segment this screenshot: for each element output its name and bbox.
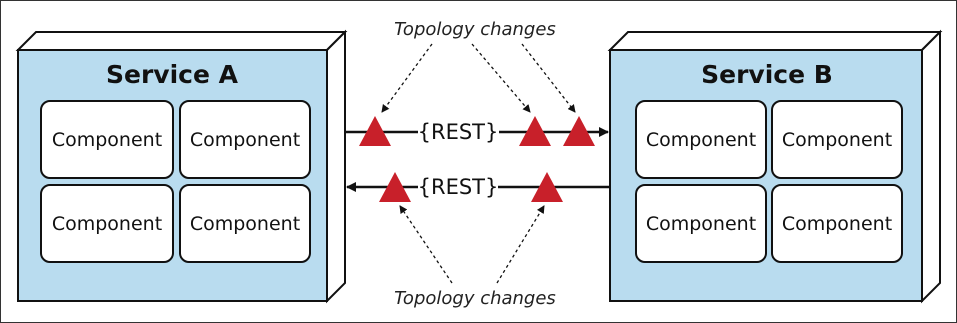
service-b-component-3 xyxy=(635,184,767,263)
topology-marker-triangle xyxy=(563,116,595,146)
topology-callouts xyxy=(381,43,576,284)
callout-arrow xyxy=(471,43,531,113)
connection-b-to-a: {REST} xyxy=(346,175,610,199)
topology-markers xyxy=(359,116,595,202)
service-a-component-3-label: Component xyxy=(52,213,162,235)
service-b-component-4 xyxy=(771,184,903,263)
service-b-component-2-label: Component xyxy=(782,129,892,151)
service-a-component-1 xyxy=(40,100,174,179)
topology-marker-triangle xyxy=(531,172,563,202)
callout-arrow xyxy=(381,43,433,113)
service-a-component-1-label: Component xyxy=(52,129,162,151)
service-a-side-face xyxy=(326,29,346,304)
connection-a-to-b-label: {REST} xyxy=(418,120,499,144)
service-a-component-3 xyxy=(40,184,174,263)
service-b-component-1-label: Component xyxy=(646,129,756,151)
service-b: Service B Component Component Component … xyxy=(607,29,943,304)
service-a-component-2 xyxy=(179,100,311,179)
service-a-top-face xyxy=(15,31,348,51)
service-b-component-2 xyxy=(771,100,903,179)
service-a-title: Service A xyxy=(106,60,239,89)
service-b-side-face xyxy=(921,29,941,304)
connection-a-to-b: {REST} xyxy=(345,120,609,144)
topology-label-bottom: Topology changes xyxy=(394,288,556,309)
callout-arrow xyxy=(521,43,576,113)
service-b-component-4-label: Component xyxy=(782,213,892,235)
service-b-component-1 xyxy=(635,100,767,179)
service-a-component-2-label: Component xyxy=(190,129,300,151)
service-a-component-4 xyxy=(179,184,311,263)
connection-b-to-a-label: {REST} xyxy=(418,175,499,199)
service-b-top-face xyxy=(607,31,943,51)
topology-marker-triangle xyxy=(519,116,551,146)
service-a: Service A Component Component Component … xyxy=(15,29,348,304)
topology-marker-triangle xyxy=(359,116,391,146)
topology-marker-triangle xyxy=(379,172,411,202)
service-b-component-3-label: Component xyxy=(646,213,756,235)
service-a-component-4-label: Component xyxy=(190,213,300,235)
topology-label-top: Topology changes xyxy=(394,19,556,40)
service-b-title: Service B xyxy=(701,60,833,89)
